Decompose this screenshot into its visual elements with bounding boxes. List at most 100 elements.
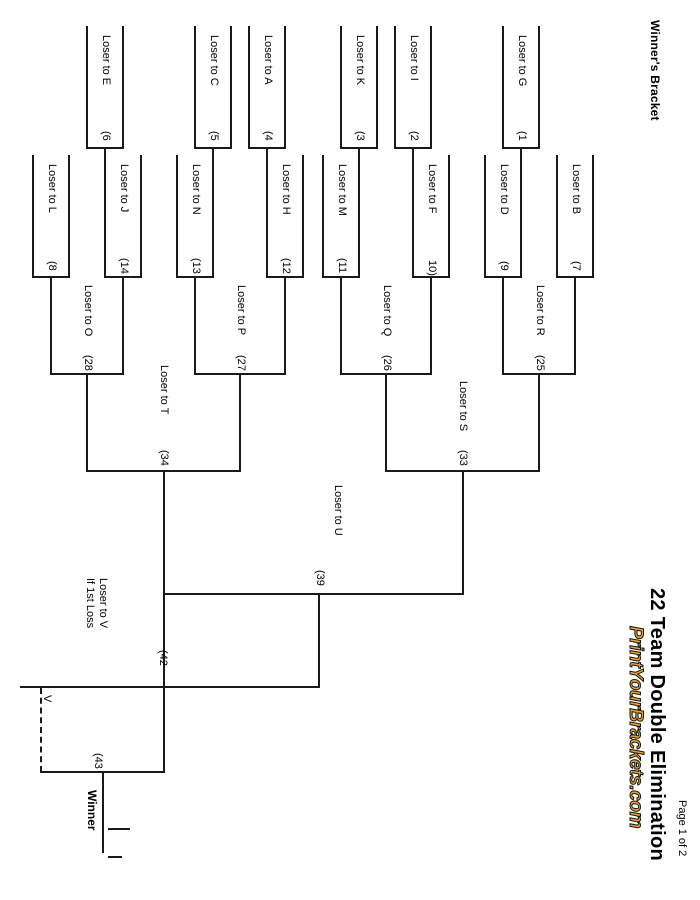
champ-g42-right-feed: [318, 593, 320, 687]
r3-g26-left-feed: [340, 276, 342, 374]
r1-g4-left-feed: [248, 26, 250, 148]
r3-g26-right-feed: [430, 276, 432, 374]
r2-g7-right-feed: [592, 155, 594, 277]
r3-g28-label: Loser to O: [82, 285, 94, 337]
r2-g13-label: Loser to N: [190, 164, 202, 215]
r2-g9-number: (9: [498, 261, 510, 271]
r2-g8-left-feed: [32, 155, 34, 277]
r1-g1-left-feed: [502, 26, 504, 148]
champ-g42-loser-label-line1: Loser to V: [97, 578, 109, 629]
r2-g7-number: (7: [570, 261, 582, 271]
champ-g42-number: (42: [157, 650, 169, 666]
r3-g25-label: Loser to R: [534, 285, 546, 336]
r2-g10-right-feed: [448, 155, 450, 277]
r1-g3-number: (3: [354, 131, 366, 141]
r4-g33-label: Loser to S: [457, 381, 469, 432]
brand-logo-text: PrintYourBrackets.com: [625, 626, 647, 829]
r2-g12-number: (12: [280, 258, 292, 274]
r4-g33-number: (33: [457, 450, 469, 466]
r2-g13-right-feed: [212, 147, 214, 277]
r2-g8-number: (8: [46, 261, 58, 271]
r4-g34-number: (34: [158, 450, 170, 466]
r4-g34-right-feed: [239, 373, 241, 471]
r2-g14-number: (14: [118, 258, 130, 274]
r1-g2-right-feed: [430, 26, 432, 148]
page-number: Page 1 of 2: [676, 800, 688, 857]
brand-logo[interactable]: PrintYourBrackets.com: [624, 626, 647, 829]
r2-g14-right-feed: [140, 155, 142, 277]
winner-stem: [102, 771, 104, 853]
r3-g28-left-feed: [50, 276, 52, 374]
r2-g14-left-feed: [104, 147, 106, 277]
r2-g14-label: Loser to J: [118, 164, 130, 213]
r4-g33-left-feed: [385, 373, 387, 471]
r3-g27-label: Loser to P: [235, 285, 247, 336]
r2-g8-label: Loser to L: [46, 164, 58, 213]
r1-g2-label: Loser to I: [408, 35, 420, 81]
r1-g2-number: (2: [408, 131, 420, 141]
r3-g27-left-feed: [194, 276, 196, 374]
r5-g39-label: Loser to U: [332, 485, 344, 536]
r5-g39-join: [163, 593, 464, 595]
winner-blank-line-2: [108, 856, 122, 858]
champ-g42-loser-label-line2: If 1st Loss: [84, 578, 96, 629]
r1-g5-number: (5: [208, 131, 220, 141]
r1-g5-left-feed: [194, 26, 196, 148]
r2-g11-right-feed: [358, 147, 360, 277]
r3-g25-right-feed: [574, 276, 576, 374]
r2-g9-label: Loser to D: [498, 164, 510, 215]
r4-g34-left-feed: [86, 373, 88, 471]
r2-g8-right-feed: [68, 155, 70, 277]
r1-g6-right-feed: [122, 26, 124, 148]
r2-g7-label: Loser to B: [570, 164, 582, 215]
champ-g43-right-feed: [163, 686, 165, 772]
r3-g27-right-feed: [284, 276, 286, 374]
r1-g5-right-feed: [230, 26, 232, 148]
r2-g9-left-feed: [484, 155, 486, 277]
r2-g13-number: (13: [190, 258, 202, 274]
r1-g6-left-feed: [86, 26, 88, 148]
r2-g7-left-feed: [556, 155, 558, 277]
r3-g28-right-feed: [122, 276, 124, 374]
r1-g4-right-feed: [284, 26, 286, 148]
r2-g11-number: (11: [336, 258, 348, 274]
r2-g12-left-feed: [266, 147, 268, 277]
r1-g4-number: (4: [262, 131, 274, 141]
r1-g6-label: Loser to E: [100, 35, 112, 86]
r2-g13-left-feed: [176, 155, 178, 277]
r2-g10-number: 10): [426, 260, 438, 276]
if-necessary-v-label: V: [41, 695, 53, 703]
r2-g12-label: Loser to H: [280, 164, 292, 215]
if-necessary-dashed-feed: [40, 688, 42, 772]
champ-g42-join: [20, 686, 320, 688]
r1-g6-number: (6: [100, 131, 112, 141]
r1-g3-right-feed: [376, 26, 378, 148]
champ-g43-number: (43: [92, 753, 104, 769]
r1-g3-label: Loser to K: [354, 35, 366, 86]
r1-g3-left-feed: [340, 26, 342, 148]
page-title: 22 Team Double Elimination: [646, 588, 668, 862]
r3-g27-number: (27: [235, 355, 247, 371]
r1-g2-left-feed: [394, 26, 396, 148]
r2-g10-left-feed: [412, 147, 414, 277]
r2-g12-right-feed: [302, 155, 304, 277]
r1-g5-label: Loser to C: [208, 35, 220, 86]
r2-g9-right-feed: [520, 147, 522, 277]
r4-g34-label: Loser to T: [158, 365, 170, 415]
r5-g39-left-feed: [163, 470, 165, 594]
r3-g26-label: Loser to Q: [381, 285, 393, 337]
champ-g42-left-feed: [163, 593, 165, 687]
winners-bracket-title: Winner's Bracket: [648, 20, 662, 121]
r2-g11-left-feed: [322, 155, 324, 277]
r1-g1-right-feed: [538, 26, 540, 148]
r1-g4-label: Loser to A: [262, 35, 274, 85]
r1-g1-number: (1: [516, 131, 528, 141]
r5-g39-right-feed: [462, 470, 464, 594]
r3-g25-number: (25: [534, 355, 546, 371]
r3-g28-number: (28: [82, 355, 94, 371]
winner-blank-line-1: [108, 828, 130, 830]
r1-g1-label: Loser to G: [516, 35, 528, 87]
r2-g10-label: Loser to F: [426, 164, 438, 214]
r5-g39-number: (39: [314, 570, 326, 586]
